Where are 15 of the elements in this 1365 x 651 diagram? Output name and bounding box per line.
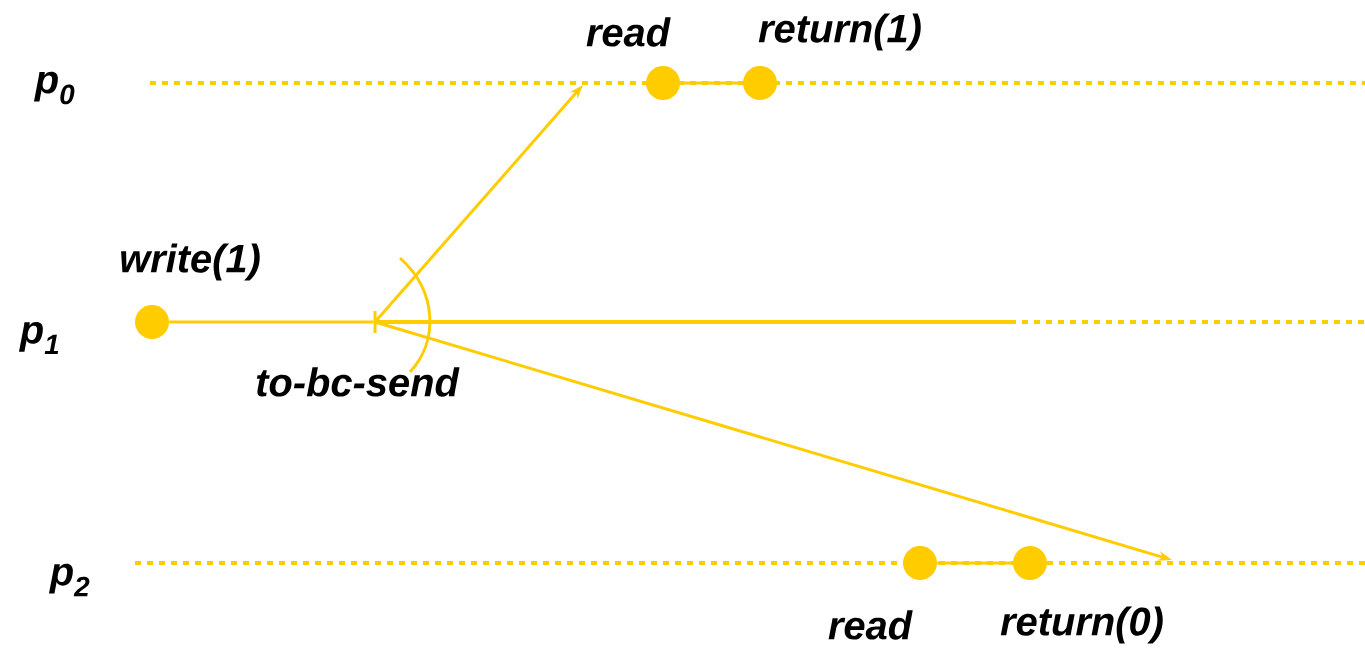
event-dot	[135, 305, 169, 339]
process-label: p$_{1}$	[18, 321, 59, 355]
event-label: to-bc-send	[256, 367, 460, 397]
event-label: read	[586, 17, 671, 47]
send-tick	[373, 311, 377, 333]
process-label: p$_{0}$	[33, 71, 75, 105]
process-label: p$_{2}$	[48, 563, 90, 597]
event-label: read	[828, 610, 913, 640]
event-dot	[646, 66, 680, 100]
event-label: write(1)	[121, 243, 260, 281]
event-dot	[1013, 546, 1047, 580]
event-dot	[743, 66, 777, 100]
event-label: return(1)	[758, 13, 921, 51]
event-label: return(0)	[1000, 606, 1163, 644]
event-dot	[903, 546, 937, 580]
